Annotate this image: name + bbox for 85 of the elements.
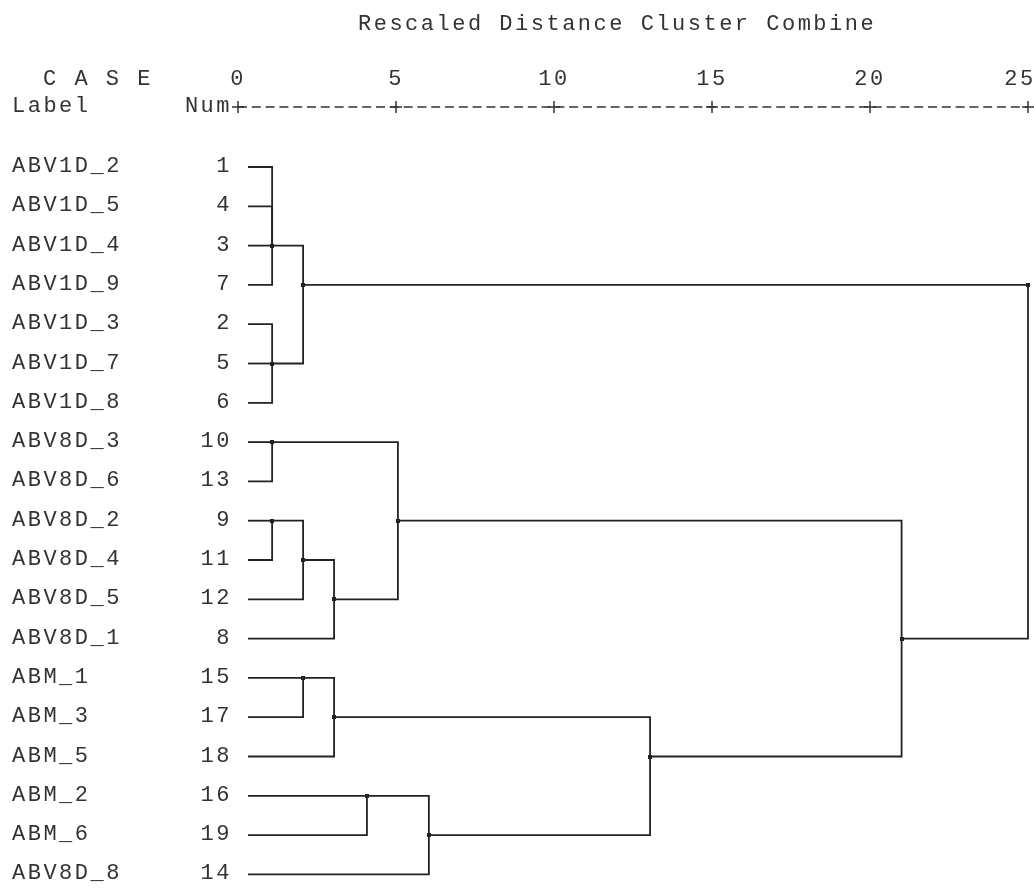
case-number: 13 [200,470,232,493]
dendrogram-branch [366,794,430,836]
tick-label: 10 [538,69,570,91]
case-number: 1 [216,156,232,178]
case-number: 18 [200,745,232,768]
dendrogram-branch [271,244,304,286]
dendrogram-branch [247,598,335,640]
column-heading: C A S E [43,69,153,91]
case-label: ABV8D_4 [12,549,122,571]
case-number: 19 [200,824,232,847]
merge-point [270,440,275,445]
merge-point [270,361,275,366]
dendrogram-branch [247,716,335,758]
dendrogram-branch [271,441,399,522]
tick-label: 20 [854,69,886,91]
case-number: 2 [216,313,232,336]
tick-label: 25 [1004,69,1034,91]
dendrogram-branch [247,323,274,365]
case-label: ABV8D_6 [12,470,122,493]
case-number: 16 [200,784,232,807]
dendrogram-branch [302,284,1027,286]
case-label: ABV8D_3 [12,431,122,454]
case-number: 11 [200,549,232,571]
case-label: ABV1D_3 [12,313,122,336]
dendrogram-branch [247,834,430,876]
case-label: ABM_3 [12,706,91,729]
merge-point [332,597,337,602]
dendrogram-branch [247,441,274,483]
column-heading: Label [12,96,91,118]
dendrogram-branch [247,559,304,601]
case-number: 6 [216,391,232,414]
case-number: 5 [216,352,232,375]
case-label: ABM_2 [12,784,91,807]
case-label: ABV1D_2 [12,156,122,178]
merge-point [426,833,431,838]
merge-point [899,636,904,641]
merge-point [1026,282,1030,287]
column-heading: Num [184,96,232,118]
merge-point [301,282,306,287]
case-label: ABV8D_5 [12,588,122,611]
merge-point [395,518,400,523]
case-number: 14 [200,863,232,886]
case-label: ABV8D_1 [12,627,122,650]
case-number: 10 [200,431,232,454]
case-number: 7 [216,273,232,296]
dendrogram-branch [247,677,304,719]
case-number: 3 [216,234,232,257]
dendrogram-branch [247,244,272,247]
merge-point [301,675,306,680]
tick-label: 5 [388,69,404,91]
case-label: ABV1D_5 [12,195,122,218]
case-label: ABV8D_2 [12,509,122,532]
dendrogram-branch [247,677,302,679]
dendrogram-branch [271,284,304,365]
case-label: ABV8D_8 [12,863,122,886]
case-label: ABV1D_8 [12,391,122,414]
case-number: 8 [216,627,232,650]
case-number: 4 [216,195,232,218]
case-label: ABM_5 [12,745,91,768]
case-label: ABV1D_4 [12,234,122,257]
case-label: ABV1D_9 [12,273,122,296]
merge-point [270,243,275,248]
case-number: 15 [200,666,232,689]
axis-title: Rescaled Distance Cluster Combine [358,14,877,36]
case-number: 9 [216,509,232,532]
merge-point [648,754,653,759]
dendrogram-branch [247,205,274,247]
dendrogram-branch [271,519,304,561]
merge-point [364,793,369,798]
case-label: ABV1D_7 [12,352,122,375]
merge-point [301,558,306,562]
case-label: ABM_1 [12,666,91,689]
dendrogram-branch [247,441,272,443]
merge-point [332,715,337,720]
dendrogram-branch [397,519,903,640]
tick-label: 0 [230,69,246,91]
dendrogram-branch [333,716,651,758]
dendrogram-branch [247,519,272,522]
case-number: 12 [200,588,232,611]
merge-point [270,518,275,523]
dendrogram-branch [247,794,366,797]
case-number: 17 [200,706,232,729]
case-label: ABM_6 [12,824,91,847]
tick-label: 15 [696,69,728,91]
dendrogram-branch [247,362,272,365]
